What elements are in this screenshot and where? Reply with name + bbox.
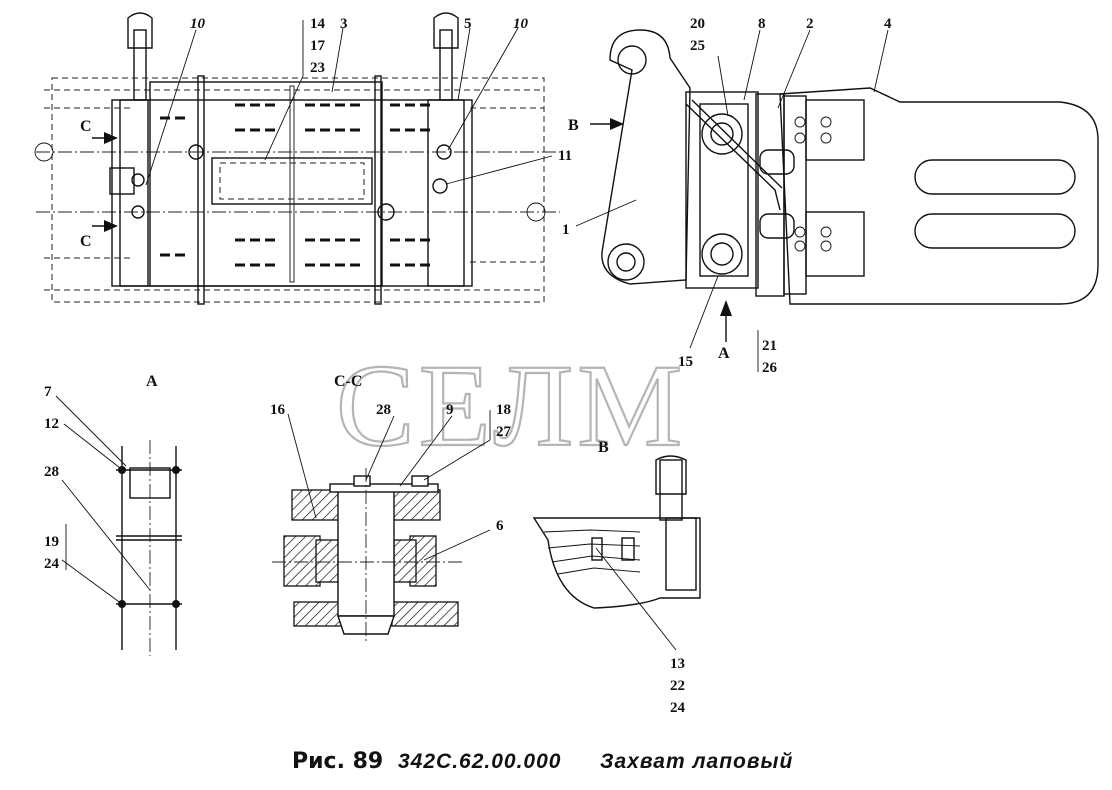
callout-5: 5	[464, 16, 472, 32]
callout-cc-28: 28	[376, 402, 391, 418]
callout-b-22: 22	[670, 678, 685, 694]
callout-2: 2	[806, 16, 814, 32]
callout-a-19: 19	[44, 534, 59, 550]
section-c-bottom-label: С	[80, 233, 92, 250]
callout-21: 21	[762, 338, 777, 354]
view-a-arrow-label: А	[718, 345, 730, 362]
callout-a-12: 12	[44, 416, 59, 432]
callout-cc-6: 6	[496, 518, 504, 534]
callout-1: 1	[562, 222, 570, 238]
callout-23: 23	[310, 60, 325, 76]
callout-20: 20	[690, 16, 705, 32]
drawing-code: 342С.62.00.000	[398, 750, 561, 773]
callout-17: 17	[310, 38, 326, 54]
callout-10-left: 10	[190, 16, 206, 32]
callout-14: 14	[310, 16, 326, 32]
view-b-title: В	[598, 439, 609, 456]
watermark-text: СЕЛМ	[336, 340, 686, 471]
section-cc	[272, 410, 491, 644]
plate-slots	[160, 103, 430, 267]
callout-25: 25	[690, 38, 705, 54]
callout-3: 3	[340, 16, 348, 32]
callout-10-right: 10	[513, 16, 529, 32]
callout-b-24: 24	[670, 700, 686, 716]
callout-4: 4	[884, 16, 892, 32]
callout-cc-27: 27	[496, 424, 512, 440]
view-b	[532, 455, 701, 651]
view-b-arrow-label: В	[568, 117, 579, 134]
drawing-name: Захват лаповый	[600, 750, 793, 773]
callout-a-7: 7	[44, 384, 52, 400]
callout-a-24: 24	[44, 556, 60, 572]
plan-callouts	[145, 20, 553, 186]
section-cc-title: С-С	[334, 373, 362, 390]
figure-number: Рис. 89	[292, 749, 383, 774]
side-view	[590, 29, 1099, 342]
callout-26: 26	[762, 360, 778, 376]
side-callouts	[575, 29, 889, 372]
callout-cc-9: 9	[446, 402, 454, 418]
callout-15: 15	[678, 354, 693, 370]
view-a	[55, 395, 182, 656]
callout-11: 11	[558, 148, 572, 164]
callout-cc-18: 18	[496, 402, 511, 418]
section-c-top-label: С	[80, 118, 92, 135]
plan-view	[34, 12, 560, 305]
callout-b-13: 13	[670, 656, 685, 672]
callout-a-28: 28	[44, 464, 59, 480]
callout-8: 8	[758, 16, 766, 32]
callout-cc-16: 16	[270, 402, 286, 418]
view-a-title: А	[146, 373, 158, 390]
